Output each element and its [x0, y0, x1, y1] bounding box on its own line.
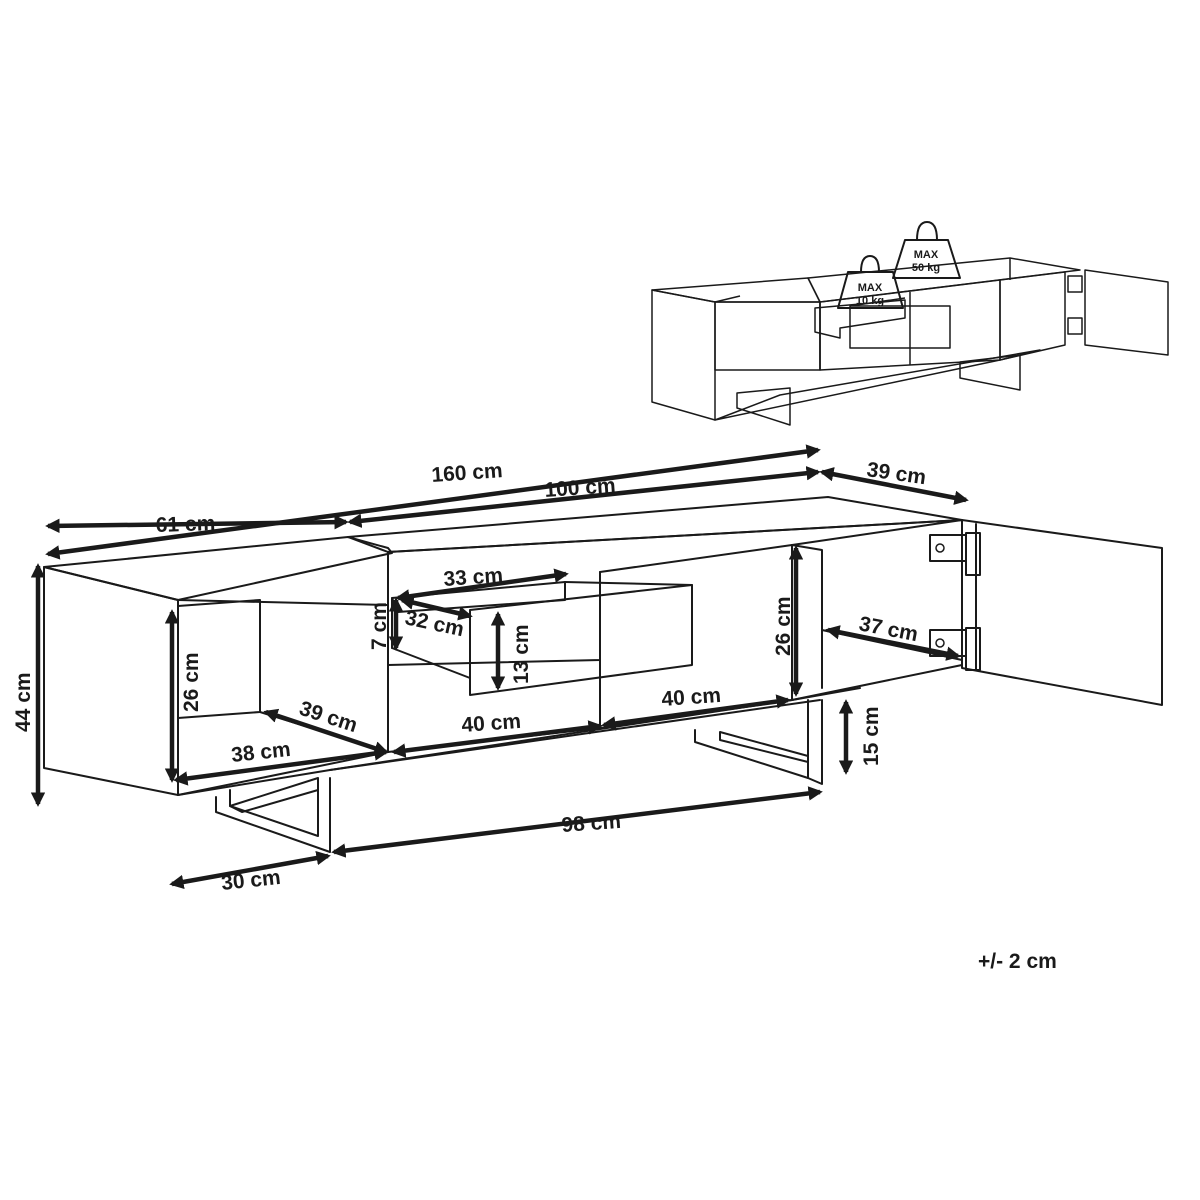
overview-illustration: MAX 50 kg MAX 10 kg	[651, 221, 1169, 426]
leg-height-label: 15 cm	[860, 706, 883, 766]
leg-depth-label: 30 cm	[220, 866, 282, 895]
hinge-icon	[929, 532, 981, 576]
weight-max-label: MAX	[858, 282, 883, 294]
weight-icon-50kg: MAX 50 kg	[892, 221, 961, 279]
total-length-label: 160 cm	[431, 459, 504, 487]
tolerance-note: +/- 2 cm	[978, 950, 1057, 973]
center-right-width-label: 40 cm	[661, 684, 722, 711]
right-inner-height-label: 26 cm	[772, 596, 795, 656]
right-depth-label: 39 cm	[865, 458, 927, 489]
weight-load-label: 50 kg	[912, 262, 940, 274]
left-inner-height-label: 26 cm	[180, 652, 203, 712]
weight-icon-10kg: MAX 10 kg	[837, 255, 904, 309]
dimension-lines	[30, 444, 969, 890]
drawer-front-height-label: 13 cm	[510, 624, 533, 684]
hinge-icon	[929, 627, 981, 671]
top-center-label: 100 cm	[544, 474, 617, 502]
center-left-width-label: 40 cm	[461, 710, 522, 737]
left-top-label: 61 cm	[155, 512, 215, 537]
drawer-height-label: 7 cm	[368, 602, 391, 650]
leg-span-label: 98 cm	[561, 810, 622, 837]
drawer-width-label: 33 cm	[443, 564, 504, 591]
weight-load-label: 10 kg	[856, 295, 884, 307]
left-inner-width-label: 38 cm	[230, 738, 292, 767]
height-label: 44 cm	[12, 672, 35, 732]
main-illustration	[43, 496, 1163, 853]
weight-max-label: MAX	[914, 249, 939, 261]
